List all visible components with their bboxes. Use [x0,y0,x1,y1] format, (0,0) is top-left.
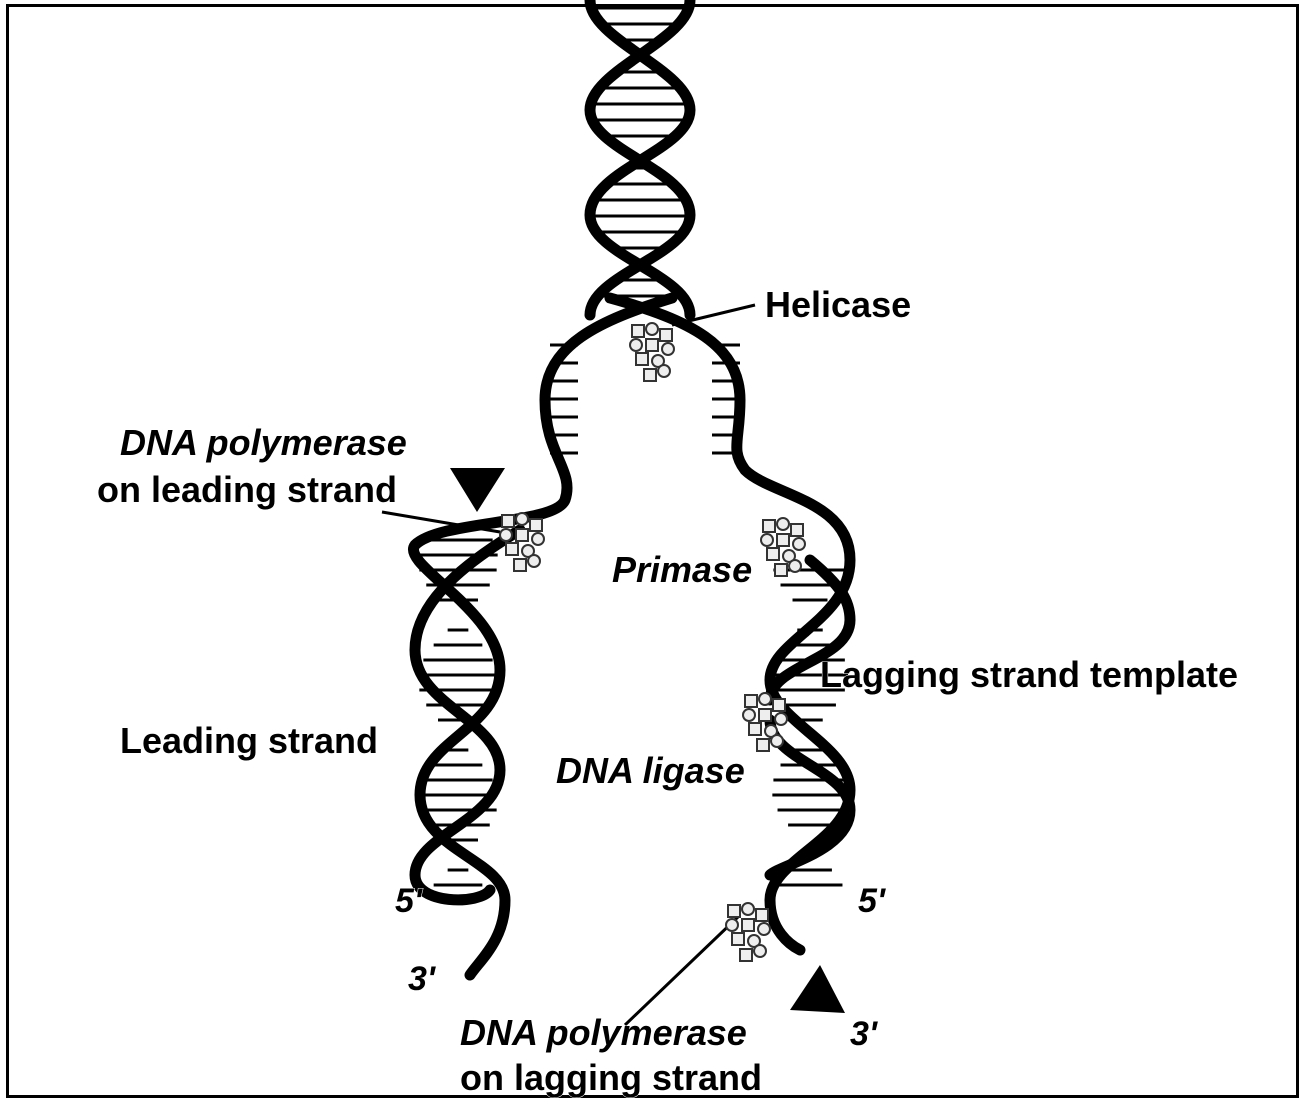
parental-strand-b [590,0,690,315]
right-5-prime-label: 5' [858,882,887,920]
leading-direction-arrow [450,468,505,512]
pol-leading-protein [500,513,544,571]
pol-lagging-label-line1: DNA polymerase [460,1012,747,1053]
right-3-prime-label: 3' [850,1015,879,1053]
pol-leading-label-line1: DNA polymerase [120,422,407,463]
leading-template-strand [413,298,672,975]
helicase-protein [630,323,674,381]
lagging-direction-arrow [790,965,845,1013]
left-3-prime-label: 3' [408,960,437,998]
parental-helix [590,0,690,315]
pol-lagging-leader-line [625,915,740,1025]
pol-leading-label-line2: on leading strand [97,469,397,510]
primase-protein [761,518,805,576]
pol-lagging-protein [726,903,770,961]
lagging-template-label: Lagging strand template [820,654,1238,695]
leading-strand-label: Leading strand [120,720,378,761]
primase-label: Primase [612,549,752,590]
ligase-protein [743,693,787,751]
helicase-label: Helicase [765,284,911,325]
pol-lagging-label-line2: on lagging strand [460,1057,762,1098]
ligase-label: DNA ligase [556,750,745,791]
left-5-prime-label: 5' [395,882,424,920]
